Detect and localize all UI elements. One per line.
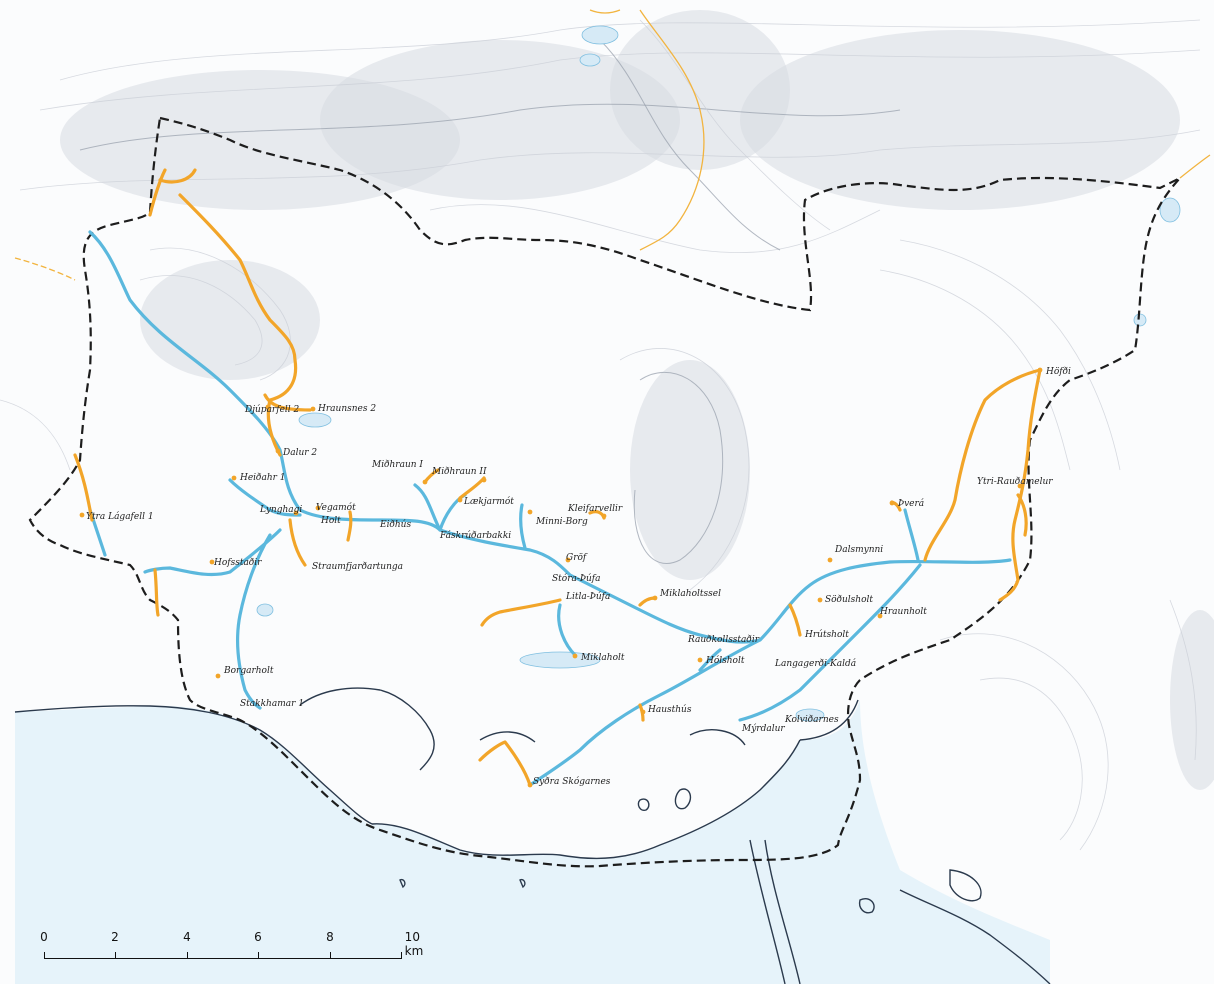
sea	[15, 700, 1050, 984]
farm-label[interactable]: Stóra-Þúfa	[552, 573, 601, 584]
farm-label[interactable]: Hólsholt	[705, 655, 745, 666]
farm-label[interactable]: Hausthús	[647, 704, 692, 715]
farm-label[interactable]: Ytra Lágafell 1	[86, 511, 154, 522]
farm-label[interactable]: Miðhraun I	[371, 459, 423, 470]
farm-label[interactable]: Holt	[320, 516, 341, 526]
farm-label[interactable]: Miðhraun II	[431, 466, 487, 477]
farm-label[interactable]: Stakkhamar 1	[240, 699, 304, 709]
farm-label[interactable]: Rauðkollsstaðir	[687, 634, 760, 645]
scale-tick-label: 10 km	[404, 930, 424, 958]
farm-label[interactable]: Borgarholt	[223, 666, 274, 676]
farm-label[interactable]: Miklaholt	[580, 653, 625, 663]
scale-tick	[44, 952, 45, 959]
farm-label[interactable]: Straumfjarðartunga	[312, 561, 403, 572]
farm-labels: Djúparfell 2 Hraunsnes 2 Dalur 2 Heiðahr…	[86, 366, 1071, 787]
farm-label[interactable]: Mýrdalur	[741, 723, 785, 734]
farm-label[interactable]: Minni-Borg	[535, 517, 588, 527]
farm-label[interactable]: Litla-Þúfa	[565, 591, 610, 602]
farm-markers	[79, 367, 1043, 788]
scale-tick-label: 2	[111, 930, 119, 944]
farm-label[interactable]: Syðra Skógarnes	[533, 776, 611, 787]
scale-tick-label: 4	[183, 930, 191, 944]
scale-tick	[187, 952, 188, 959]
farm-label[interactable]: Fáskrúðarbakki	[439, 530, 511, 541]
pipelines-orange	[73, 168, 1042, 787]
farm-label[interactable]: Djúparfell 2	[244, 404, 300, 415]
farm-label[interactable]: Dalur 2	[282, 448, 317, 458]
farm-label[interactable]: Langagerði-Kaldá	[774, 658, 856, 669]
farm-label[interactable]: Hrútsholt	[804, 629, 849, 640]
scale-line	[44, 958, 401, 959]
scale-bar: 0 2 4 6 8 10 km	[30, 930, 430, 970]
farm-label[interactable]: Hraunholt	[879, 607, 927, 617]
scale-tick	[401, 952, 402, 959]
pipelines-blue	[88, 230, 1012, 787]
farm-label[interactable]: Eiðhús	[379, 519, 411, 530]
farm-label[interactable]: Hraunsnes 2	[317, 404, 376, 414]
farm-label[interactable]: Kolviðarnes	[784, 714, 839, 725]
scale-tick	[258, 952, 259, 959]
lakes	[256, 25, 1181, 722]
contour-lines	[0, 19, 1201, 851]
farm-label[interactable]: Dalsmynni	[834, 545, 883, 555]
farm-label[interactable]: Höfði	[1045, 366, 1071, 377]
scale-tick-label: 0	[40, 930, 48, 944]
scale-tick-label: 6	[254, 930, 262, 944]
farm-label[interactable]: Ytri-Rauðamelur	[977, 476, 1053, 487]
farm-label[interactable]: Hofsstaðir	[213, 557, 262, 568]
farm-label[interactable]: Þverá	[897, 498, 924, 509]
scale-tick	[330, 952, 331, 959]
outside-roads	[14, 9, 1211, 281]
scale-tick-label: 8	[326, 930, 334, 944]
farm-label[interactable]: Gröf	[566, 553, 588, 563]
farm-label[interactable]: Heiðahr 1	[239, 472, 286, 483]
farm-label[interactable]: Vegamót	[316, 502, 356, 513]
farm-label[interactable]: Lynghagi	[259, 505, 302, 515]
farm-label[interactable]: Miklaholtssel	[659, 589, 721, 599]
farm-label[interactable]: Kleifarvellir	[567, 504, 623, 514]
farm-label[interactable]: Lækjarmót	[463, 496, 514, 507]
farm-label[interactable]: Söðulsholt	[825, 594, 873, 605]
coastline	[14, 687, 1051, 984]
scale-tick	[115, 952, 116, 959]
